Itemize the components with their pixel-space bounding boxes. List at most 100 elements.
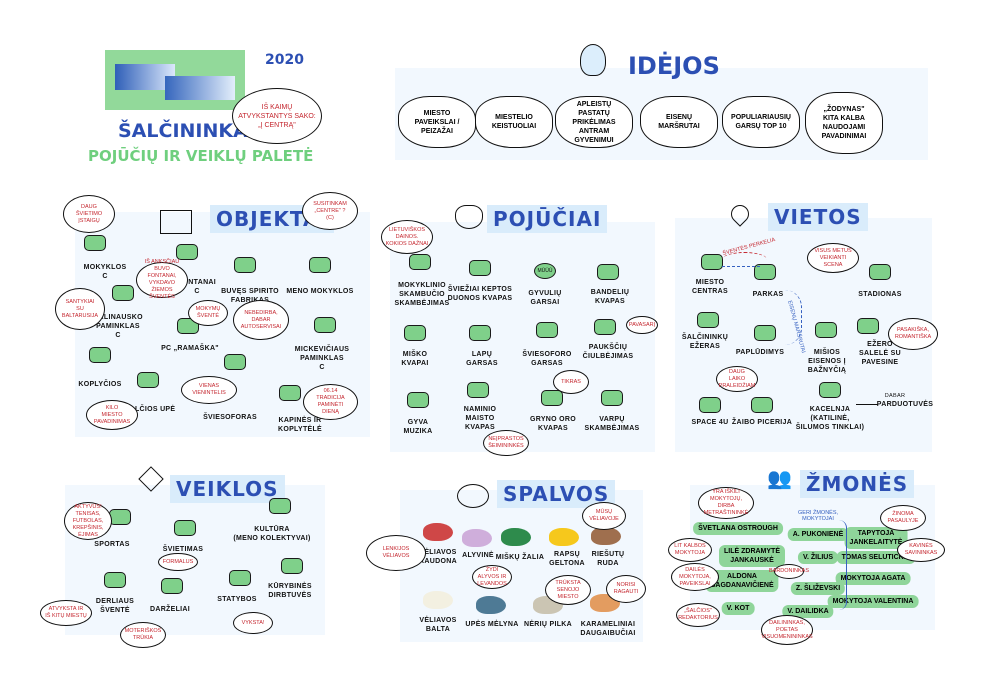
cemetery-icon (279, 385, 301, 401)
places-item-label: ŽAIBO PICERIJA (731, 419, 793, 426)
now-shops-label: PARDUOTUVĖS (876, 401, 934, 408)
ideas-title: IDĖJOS (628, 52, 720, 80)
people-speech-bubble: ŽINOMA PASAULYJE (880, 505, 926, 531)
objects-speech-bubble: 06.14 TRADICIJA PAMINĖTI DIENĄ (303, 384, 358, 420)
objects-item-label: ŠVIESOFORAS (203, 414, 257, 421)
objects-item-label: PC „RAMAŠKA" (161, 345, 219, 352)
river-icon (137, 372, 159, 388)
activities-item-label: KŪRYBINĖS DIRBTUVĖS (268, 583, 312, 599)
senses-item-label: MIŠKO KVAPAI (401, 351, 429, 367)
dashed-arrow-blue (722, 266, 760, 267)
idea-cloud: MIESTO PAVEIKSLAI / PEIZAŽAI (398, 96, 476, 148)
senses-item-label: GYVA MUZIKA (403, 419, 433, 435)
person-name-pill: V. ŽILIUS (797, 551, 839, 564)
person-name-pill: MOKYTOJA AGATA (835, 572, 911, 585)
now-label: DABAR (884, 393, 906, 399)
cloud-icon (541, 390, 563, 406)
color-swatch (549, 528, 579, 546)
page-subtitle: POJŪČIŲ IR VEIKLŲ PALETĖ (88, 147, 314, 165)
speech-icon: MŪŪŪ (534, 263, 556, 279)
senses-speech-bubble: NEĮPRASTOS ŠEIMININKĖS (483, 430, 529, 456)
places-speech-bubble: DAUG LAIKO PRALEIDŽIAM (716, 366, 758, 392)
colors-speech-bubble: TRŪKSTA SENOJO MIESTO (545, 575, 591, 605)
eye-nose-ear-icon (455, 205, 483, 229)
traffic-light-icon (536, 322, 558, 338)
person-name-pill: V. KOT (721, 602, 755, 615)
person-name-pill: TAPYTOJA JANKELAITYTĖ (844, 527, 908, 549)
objects-title: OBJEKTAI (210, 205, 334, 233)
harvest-icon (104, 572, 126, 588)
senses-item-label: BANDELIŲ KVAPAS (590, 289, 630, 305)
people-title: ŽMONĖS (800, 470, 915, 498)
target-icon (701, 254, 723, 270)
colors-speech-bubble: LENKIJOS VĖLIAVOS (366, 535, 426, 571)
color-label: MIŠKŲ ŽALIA (495, 554, 545, 561)
senses-item-label: PAUKŠČIŲ ČIULBĖJIMAS (582, 344, 634, 360)
treble-clef-icon (407, 392, 429, 408)
sports-icon (109, 509, 131, 525)
objects-speech-bubble: SUSITINKAM „CENTRE" ? (C) (302, 192, 358, 230)
places-item-label: STADIONAS (858, 291, 902, 298)
senses-speech-bubble: TIKRAS (553, 370, 589, 394)
year-label: 2020 (265, 52, 304, 68)
objects-item-label: KOPLYČIOS (78, 381, 122, 388)
activities-speech-bubble: VYKSTA! (233, 612, 273, 634)
activities-speech-bubble: ATVYKSTA IR IŠ KITŲ MIESTŲ (40, 600, 92, 626)
book-icon (84, 235, 106, 251)
senses-item-label: ŠVIESOFORO GARSAS (522, 351, 572, 367)
objects-speech-bubble: VIENAS VIENINTELIS (181, 376, 237, 404)
color-label: ALYVINĖ (462, 552, 494, 559)
chapel-icon (89, 347, 111, 363)
people-speech-bubble: LIT KALBOS MOKYTOJA (668, 538, 712, 562)
activities-title: VEIKLOS (170, 475, 285, 503)
color-label: UPĖS MĖLYNA (465, 621, 519, 628)
book-icon (174, 520, 196, 536)
donut-icon (597, 264, 619, 280)
objects-item-label: KALINAUSKO PAMINKLAS C (93, 314, 143, 339)
person-name-pill: ŠVETLANA OSTROUGH (693, 522, 783, 535)
color-label: NĖRIŲ PILKA (523, 621, 573, 628)
activities-item-label: DERLIAUS ŠVENTĖ (95, 598, 135, 614)
traffic-light-icon (224, 354, 246, 370)
people-icon: 👥 (767, 468, 792, 490)
places-speech-bubble: VISUS METUS VEIKIANTI SCENA (807, 243, 859, 273)
objects-item-label: FONTANAI C (177, 279, 217, 295)
bowl-icon (699, 397, 721, 413)
bell-icon (409, 254, 431, 270)
person-name-pill: Z. ŠLIŽEVSKI (790, 582, 846, 595)
monument-icon (314, 317, 336, 333)
church-icon (815, 322, 837, 338)
bird-icon (594, 319, 616, 335)
objects-speech-bubble: MOKYMŲ ŠVENTĖ (188, 300, 228, 326)
colors-speech-bubble: ŽYDI ALYVOS IR LEVANDOS (472, 565, 512, 589)
objects-speech-bubble: DAUG ŠVIETIMO ĮSTAIGŲ (63, 195, 115, 233)
objects-speech-bubble: NEBEDIRBA, DABAR AUTOSERVISAI (233, 300, 289, 340)
hand-icon (281, 558, 303, 574)
lightbulb-icon (580, 44, 606, 76)
senses-item-label: ŠVIEŽIAI KEPTOS DUONOS KVAPAS (447, 286, 513, 302)
idea-cloud: APLEISTŲ PASTATŲ PRIKĖLIMAS ANTRAM GYVEN… (555, 96, 633, 148)
dashed-arrow-red (722, 252, 767, 267)
monument-icon (112, 285, 134, 301)
activities-speech-bubble: FORMALUS (158, 553, 198, 571)
activities-speech-bubble: MOTERIŠKOS TRŪKIA (120, 622, 166, 648)
senses-title: POJŪČIAI (487, 205, 608, 233)
places-item-label: ŠALČININKŲ EŽERAS (681, 334, 729, 350)
activities-speech-bubble: AKTYVŪS! TENISAS, FUTBOLAS, KREPŠINIS, Ė… (64, 502, 112, 540)
stadium-icon (869, 264, 891, 280)
objects-item-label: ŠALČIOS UPĖ (124, 406, 176, 413)
senses-item-label: MOKYKLINIO SKAMBUČIO SKAMBĖJIMAS (394, 282, 450, 307)
objects-speech-bubble: KILO MIESTO PAVADINIMAS (86, 400, 138, 430)
color-swatch (501, 528, 531, 546)
places-speech-bubble: PASAKIŠKA, ROMANTIŠKA (888, 318, 938, 350)
shapes-icon (160, 210, 192, 234)
lake-icon (697, 312, 719, 328)
color-swatch (591, 527, 621, 545)
leaves-icon (469, 325, 491, 341)
senses-speech-bubble: LIETUVIŠKOS DAINOS. KOKIOS DAŽNAI (381, 220, 433, 254)
fountain-icon (176, 244, 198, 260)
people-speech-bubble: DAILININKAS, POETAS VISUOMENININKAS (761, 615, 813, 645)
senses-item-label: GRYNO ORO KVAPAS (530, 416, 576, 432)
places-item-label: PARKAS (752, 291, 784, 298)
